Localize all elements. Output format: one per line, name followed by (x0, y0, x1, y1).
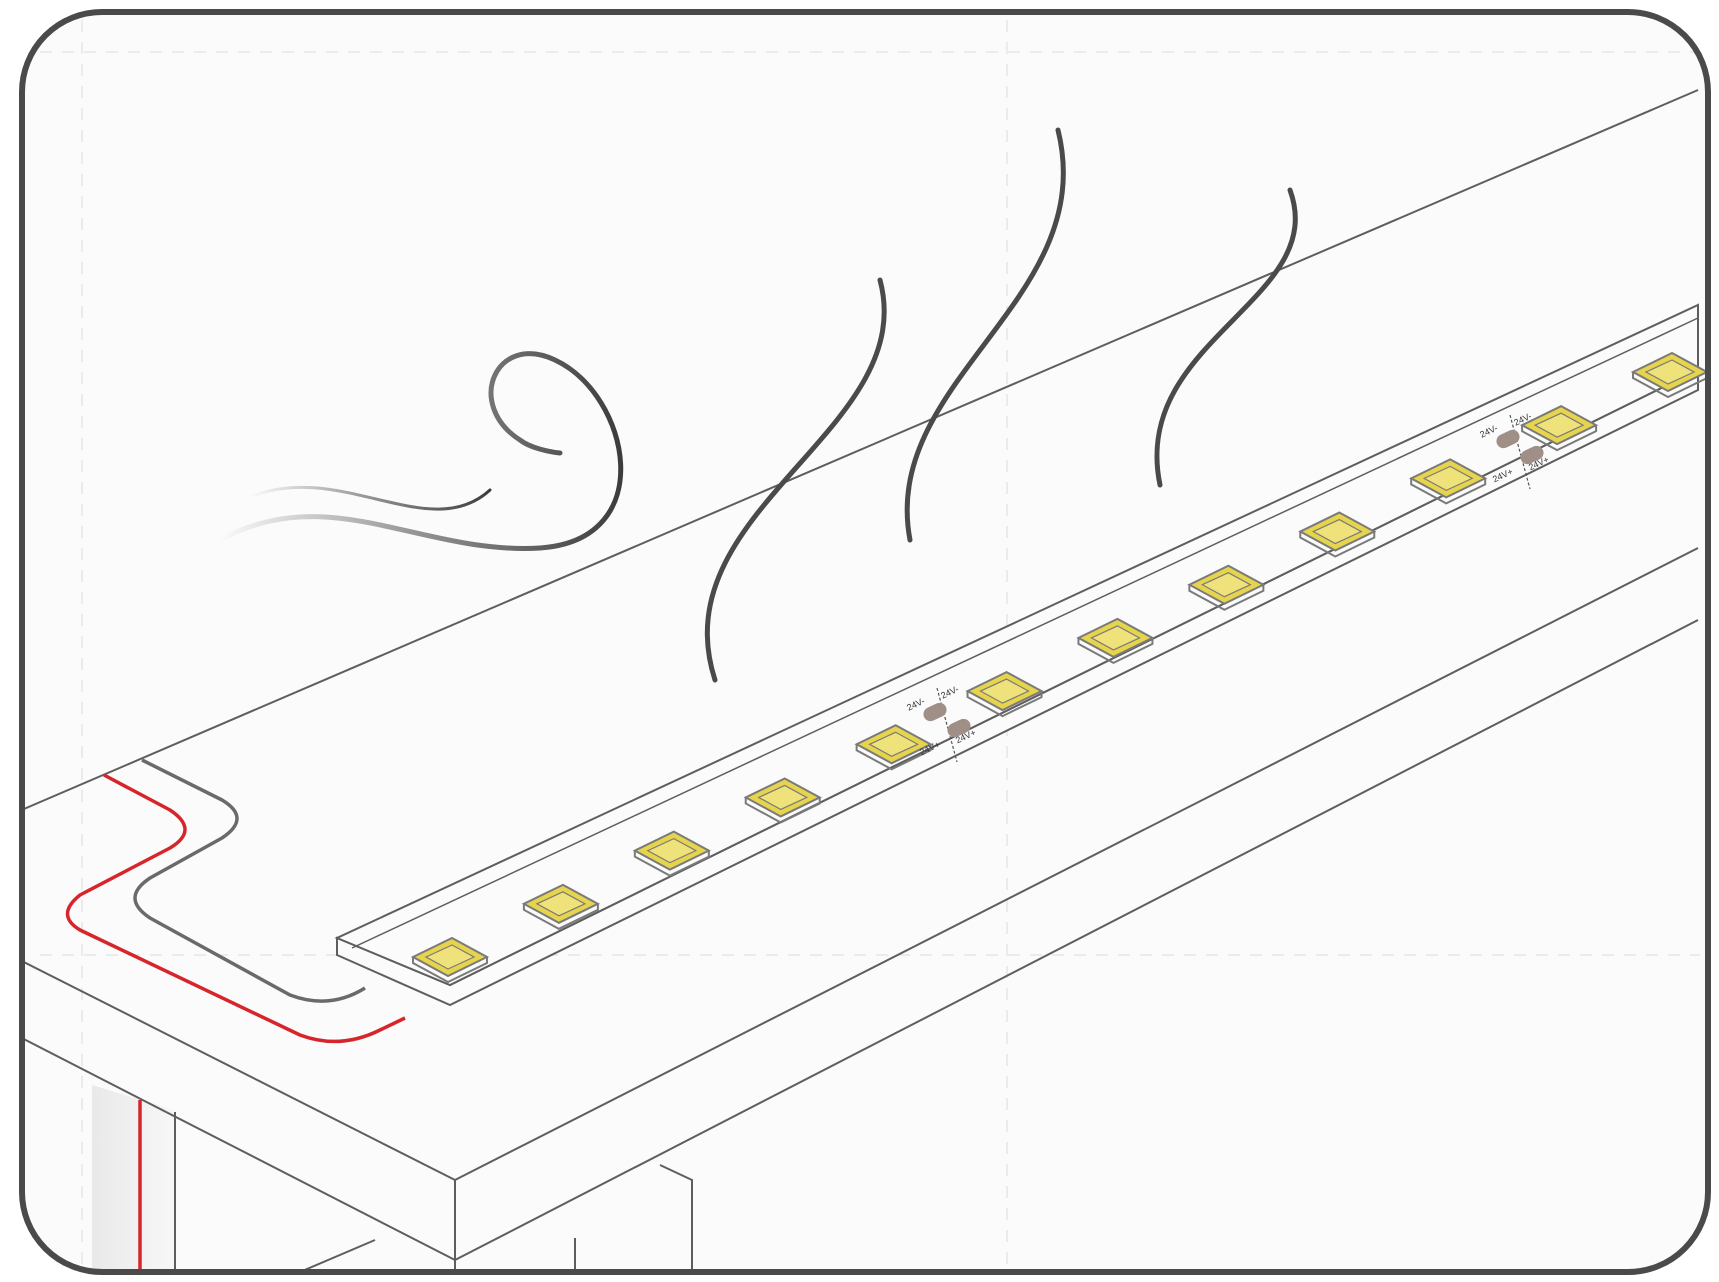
led-chip-icon (1076, 617, 1155, 665)
solder-pad-icon (923, 702, 947, 722)
led-chip-icon (1187, 564, 1266, 611)
led-chip-icon (410, 936, 490, 984)
solder-pad-icon (1520, 445, 1544, 465)
led-chip-icon (854, 724, 933, 771)
solder-pad-icon (947, 718, 971, 738)
solder-pad-icon (1496, 429, 1520, 449)
mounting-board (22, 89, 1699, 1272)
led-chip-icon (1298, 511, 1377, 558)
grey-wire (133, 758, 366, 1003)
heat-rise-curve-left (705, 277, 887, 683)
led-chip-icon (965, 670, 1044, 718)
airflow-swirl-curve (217, 351, 624, 551)
led-chip-icon (521, 883, 601, 930)
airflow-heat-icon (217, 127, 1298, 683)
diagram-frame (19, 9, 1711, 1275)
red-wire (65, 773, 406, 1044)
heat-rise-curve-middle (904, 127, 1066, 543)
cut-line (936, 687, 958, 763)
diagram-background (22, 12, 1708, 1272)
led-chips (410, 351, 1708, 984)
cut-line (1509, 414, 1531, 490)
table-legs (92, 1085, 176, 1272)
led-chip-icon (1519, 405, 1599, 452)
led-chip-icon (632, 830, 712, 877)
led-chip-icon (743, 777, 822, 824)
led-chip-icon (1408, 458, 1488, 505)
heat-rise-curve-right (1154, 187, 1298, 488)
airflow-swirl-curve-inner (248, 485, 492, 511)
